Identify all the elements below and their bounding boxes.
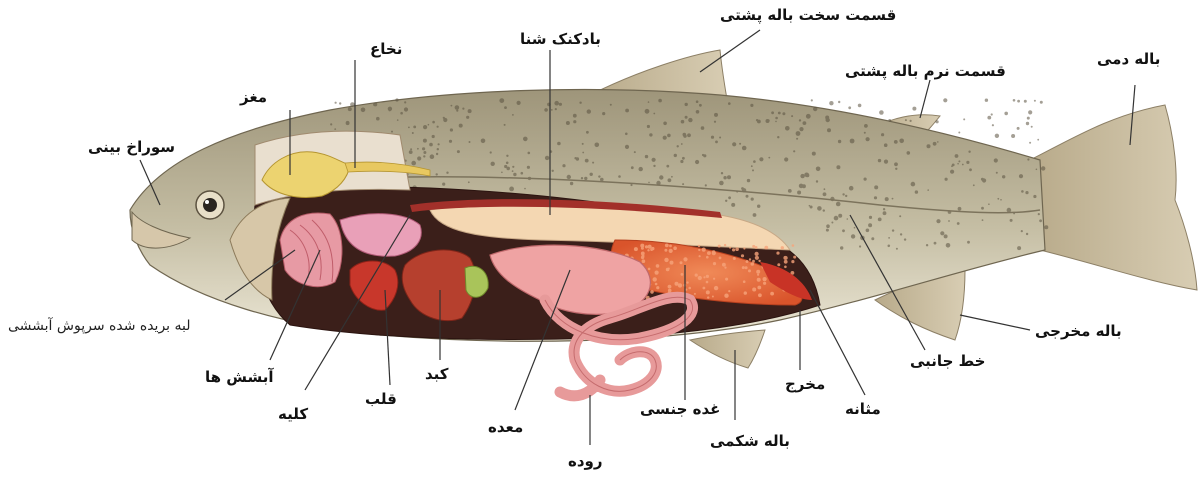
pupil: [203, 198, 217, 212]
label-spinal-cord: نخاع: [370, 40, 402, 58]
label-soft-dorsal-fin: قسمت نرم باله پشتی: [845, 62, 1006, 80]
label-nostril: سوراخ بینی: [88, 138, 175, 156]
label-stomach: معده: [488, 418, 523, 436]
label-gills: آبشش ها: [205, 368, 274, 386]
label-pelvic-fin: باله شکمی: [710, 432, 790, 450]
pelvic-fin: [690, 330, 765, 368]
label-lateral-line: خط جانبی: [910, 352, 985, 370]
label-liver: کبد: [425, 365, 449, 383]
label-spiny-dorsal-fin: قسمت سخت باله پشتی: [720, 6, 896, 24]
tail-fin: [1030, 105, 1197, 290]
label-brain: مغز: [240, 88, 267, 106]
eye-highlight: [205, 200, 209, 204]
label-bladder: مثانه: [845, 400, 881, 418]
label-anal-fin: باله مخرجی: [1035, 322, 1122, 340]
label-heart: قلب: [365, 390, 397, 408]
label-kidney: کلیه: [278, 405, 308, 423]
label-anus: مخرج: [785, 375, 825, 393]
label-swim-bladder: بادکنک شنا: [520, 30, 601, 48]
label-gill-cover-cut: لبه بریده شده سرپوش آبششی: [8, 318, 191, 334]
gills-organ: [280, 213, 342, 287]
label-gonad: غده جنسی: [640, 400, 720, 418]
label-intestine: روده: [568, 452, 603, 470]
label-tail-fin: باله دمی: [1097, 50, 1160, 68]
